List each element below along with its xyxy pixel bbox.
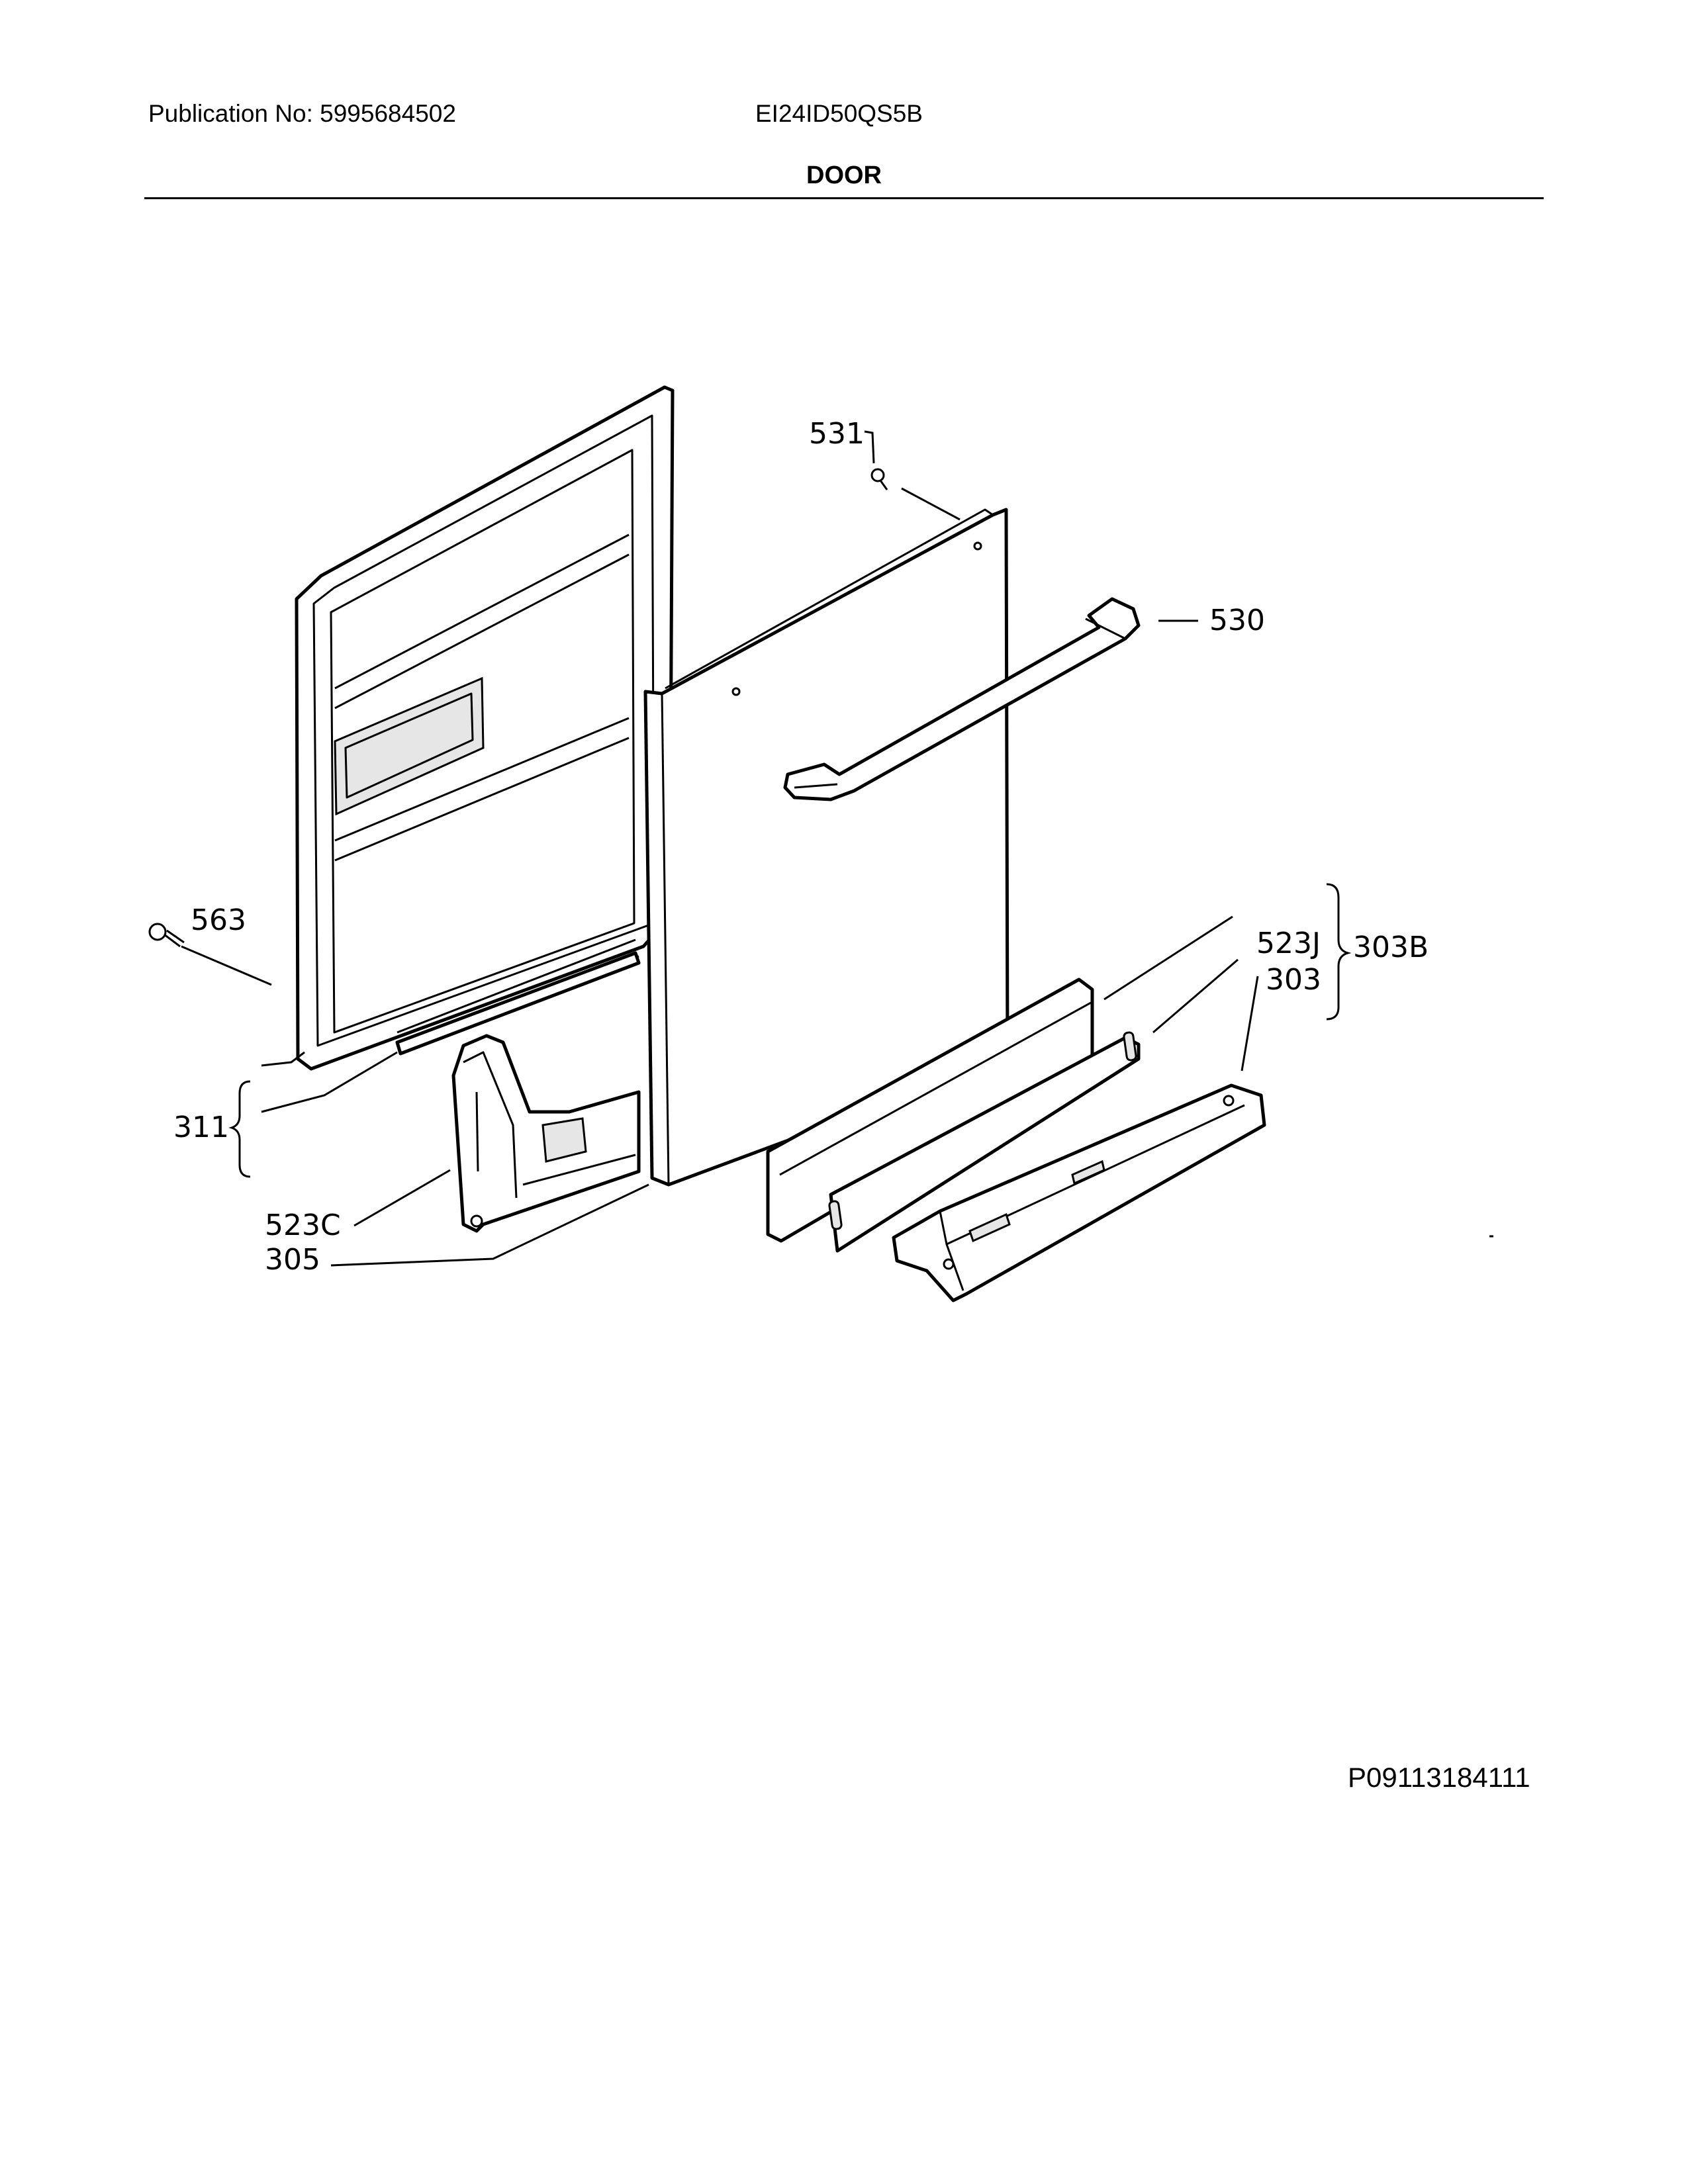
- callout-311: 311: [173, 1111, 229, 1144]
- publication-number: Publication No: 5995684502: [148, 100, 456, 127]
- callout-523J: 523J: [1256, 927, 1321, 960]
- callout-563: 563: [191, 903, 246, 937]
- callout-530: 530: [1209, 604, 1265, 637]
- callout-303: 303: [1266, 963, 1321, 997]
- leader-lines: [181, 430, 1493, 1267]
- kick-plate-support: [828, 1031, 1141, 1253]
- header-divider: [144, 197, 1544, 199]
- diagram-reference-number: P09113184111: [1348, 1762, 1530, 1793]
- callout-523C: 523C: [265, 1208, 341, 1242]
- callout-303B: 303B: [1353, 931, 1429, 964]
- hinge-bracket: [451, 1034, 641, 1233]
- section-title: DOOR: [806, 161, 882, 189]
- screw-531-icon: [870, 468, 888, 490]
- bottom-gasket-strip: [395, 951, 641, 1056]
- brace-311: [228, 1080, 251, 1178]
- screw-563-icon: [148, 923, 185, 948]
- callout-531: 531: [809, 417, 865, 451]
- callout-305: 305: [265, 1243, 320, 1277]
- bottom-channel: [892, 1083, 1266, 1302]
- door-handle: [783, 597, 1141, 801]
- brace-303b: [1326, 883, 1352, 1021]
- model-number: EI24ID50QS5B: [755, 100, 923, 127]
